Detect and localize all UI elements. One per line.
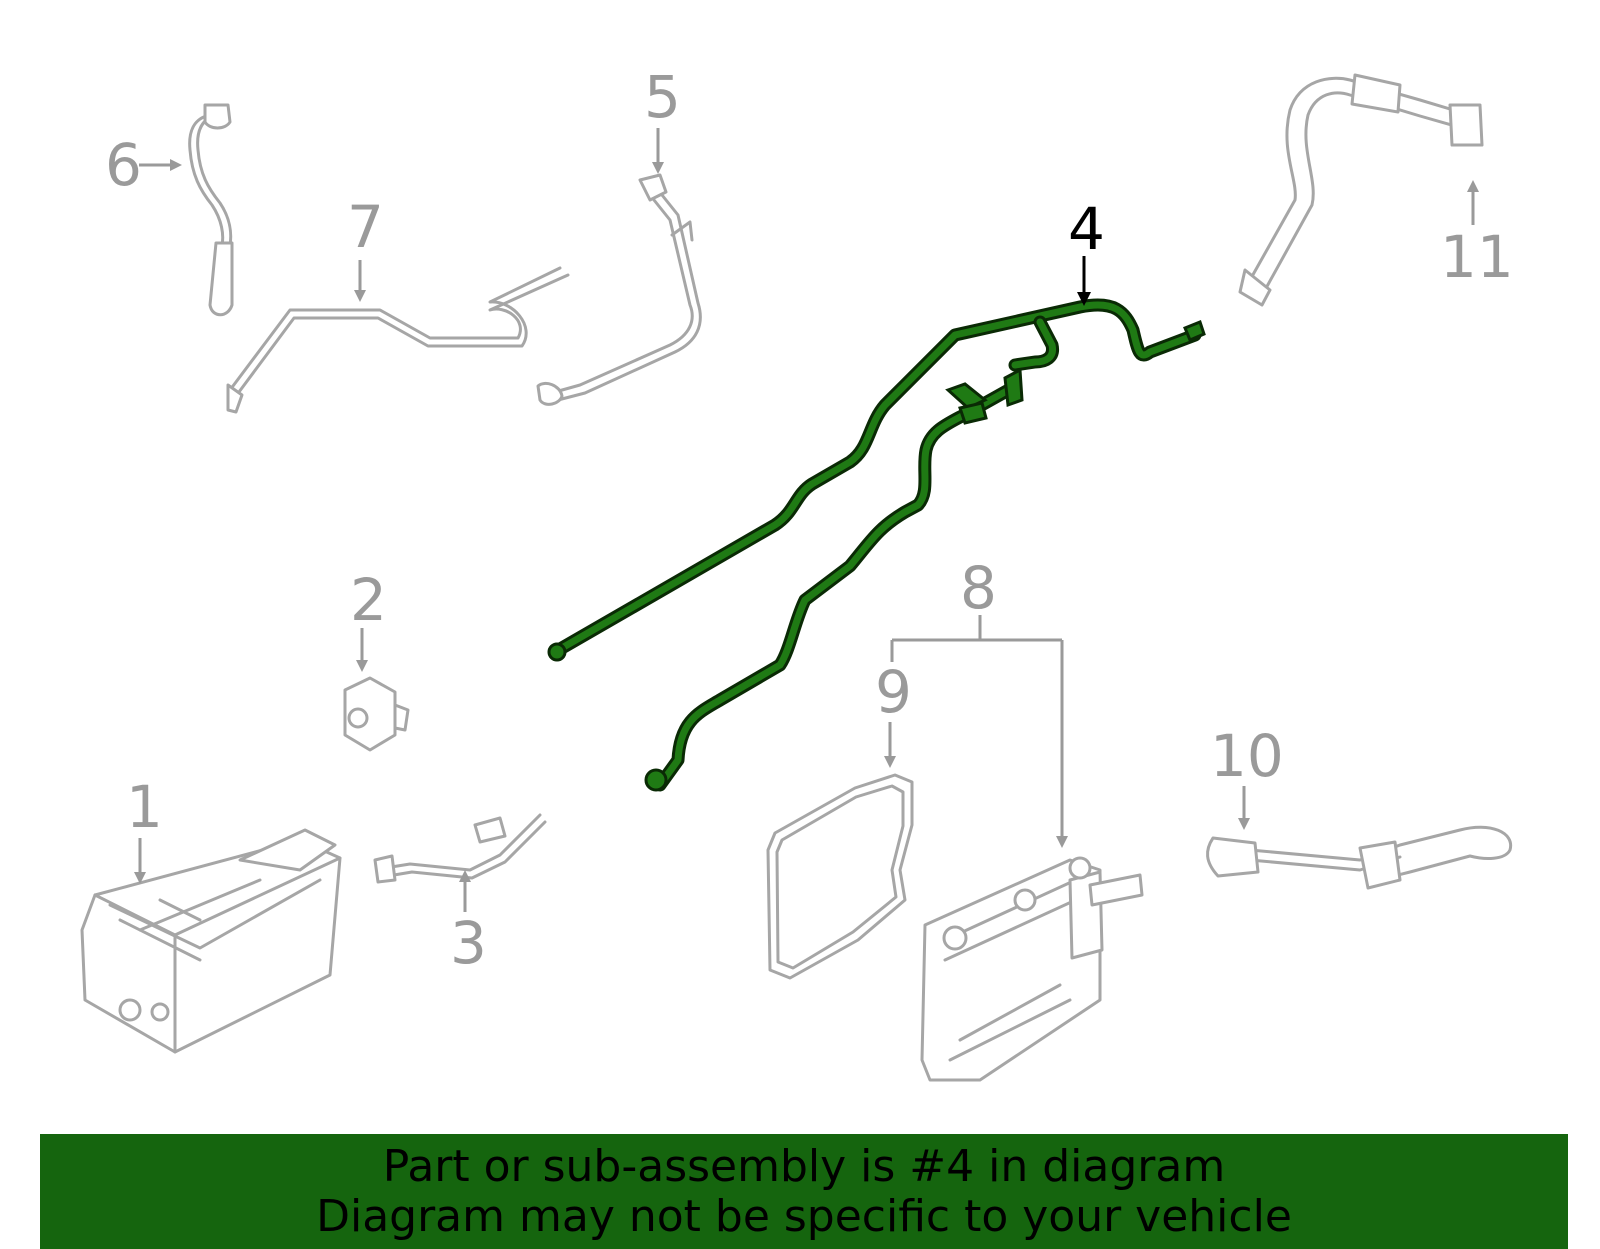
- part-4-fuel-lines: [547, 298, 1206, 792]
- part-10-hose: [1206, 825, 1513, 890]
- part-3-hose: [373, 813, 547, 884]
- callout-9: 9: [875, 658, 912, 726]
- callout-1: 1: [126, 773, 163, 841]
- part-8-module: [920, 856, 1144, 1082]
- part-6-sensor-wire: [188, 103, 234, 317]
- part-2-valve: [343, 676, 410, 752]
- callout-arrows: [134, 128, 1479, 912]
- callout-3: 3: [450, 909, 487, 977]
- callout-6: 6: [105, 131, 142, 199]
- callout-8: 8: [960, 554, 997, 622]
- callout-7: 7: [347, 193, 384, 261]
- info-banner: Part or sub-assembly is #4 in diagram Di…: [40, 1134, 1568, 1249]
- callout-5: 5: [644, 63, 681, 131]
- banner-line-2: Diagram may not be specific to your vehi…: [316, 1191, 1292, 1242]
- callout-2: 2: [350, 566, 387, 634]
- callout-10: 10: [1210, 722, 1284, 790]
- part-11-hose: [1238, 73, 1484, 307]
- part-1-canister: [80, 828, 342, 1054]
- callout-4: 4: [1068, 195, 1105, 263]
- part-9-gasket: [766, 773, 914, 980]
- banner-line-1: Part or sub-assembly is #4 in diagram: [382, 1141, 1226, 1192]
- part-7-tube: [226, 266, 570, 414]
- callout-11: 11: [1440, 223, 1514, 291]
- part-5-harness: [536, 173, 702, 406]
